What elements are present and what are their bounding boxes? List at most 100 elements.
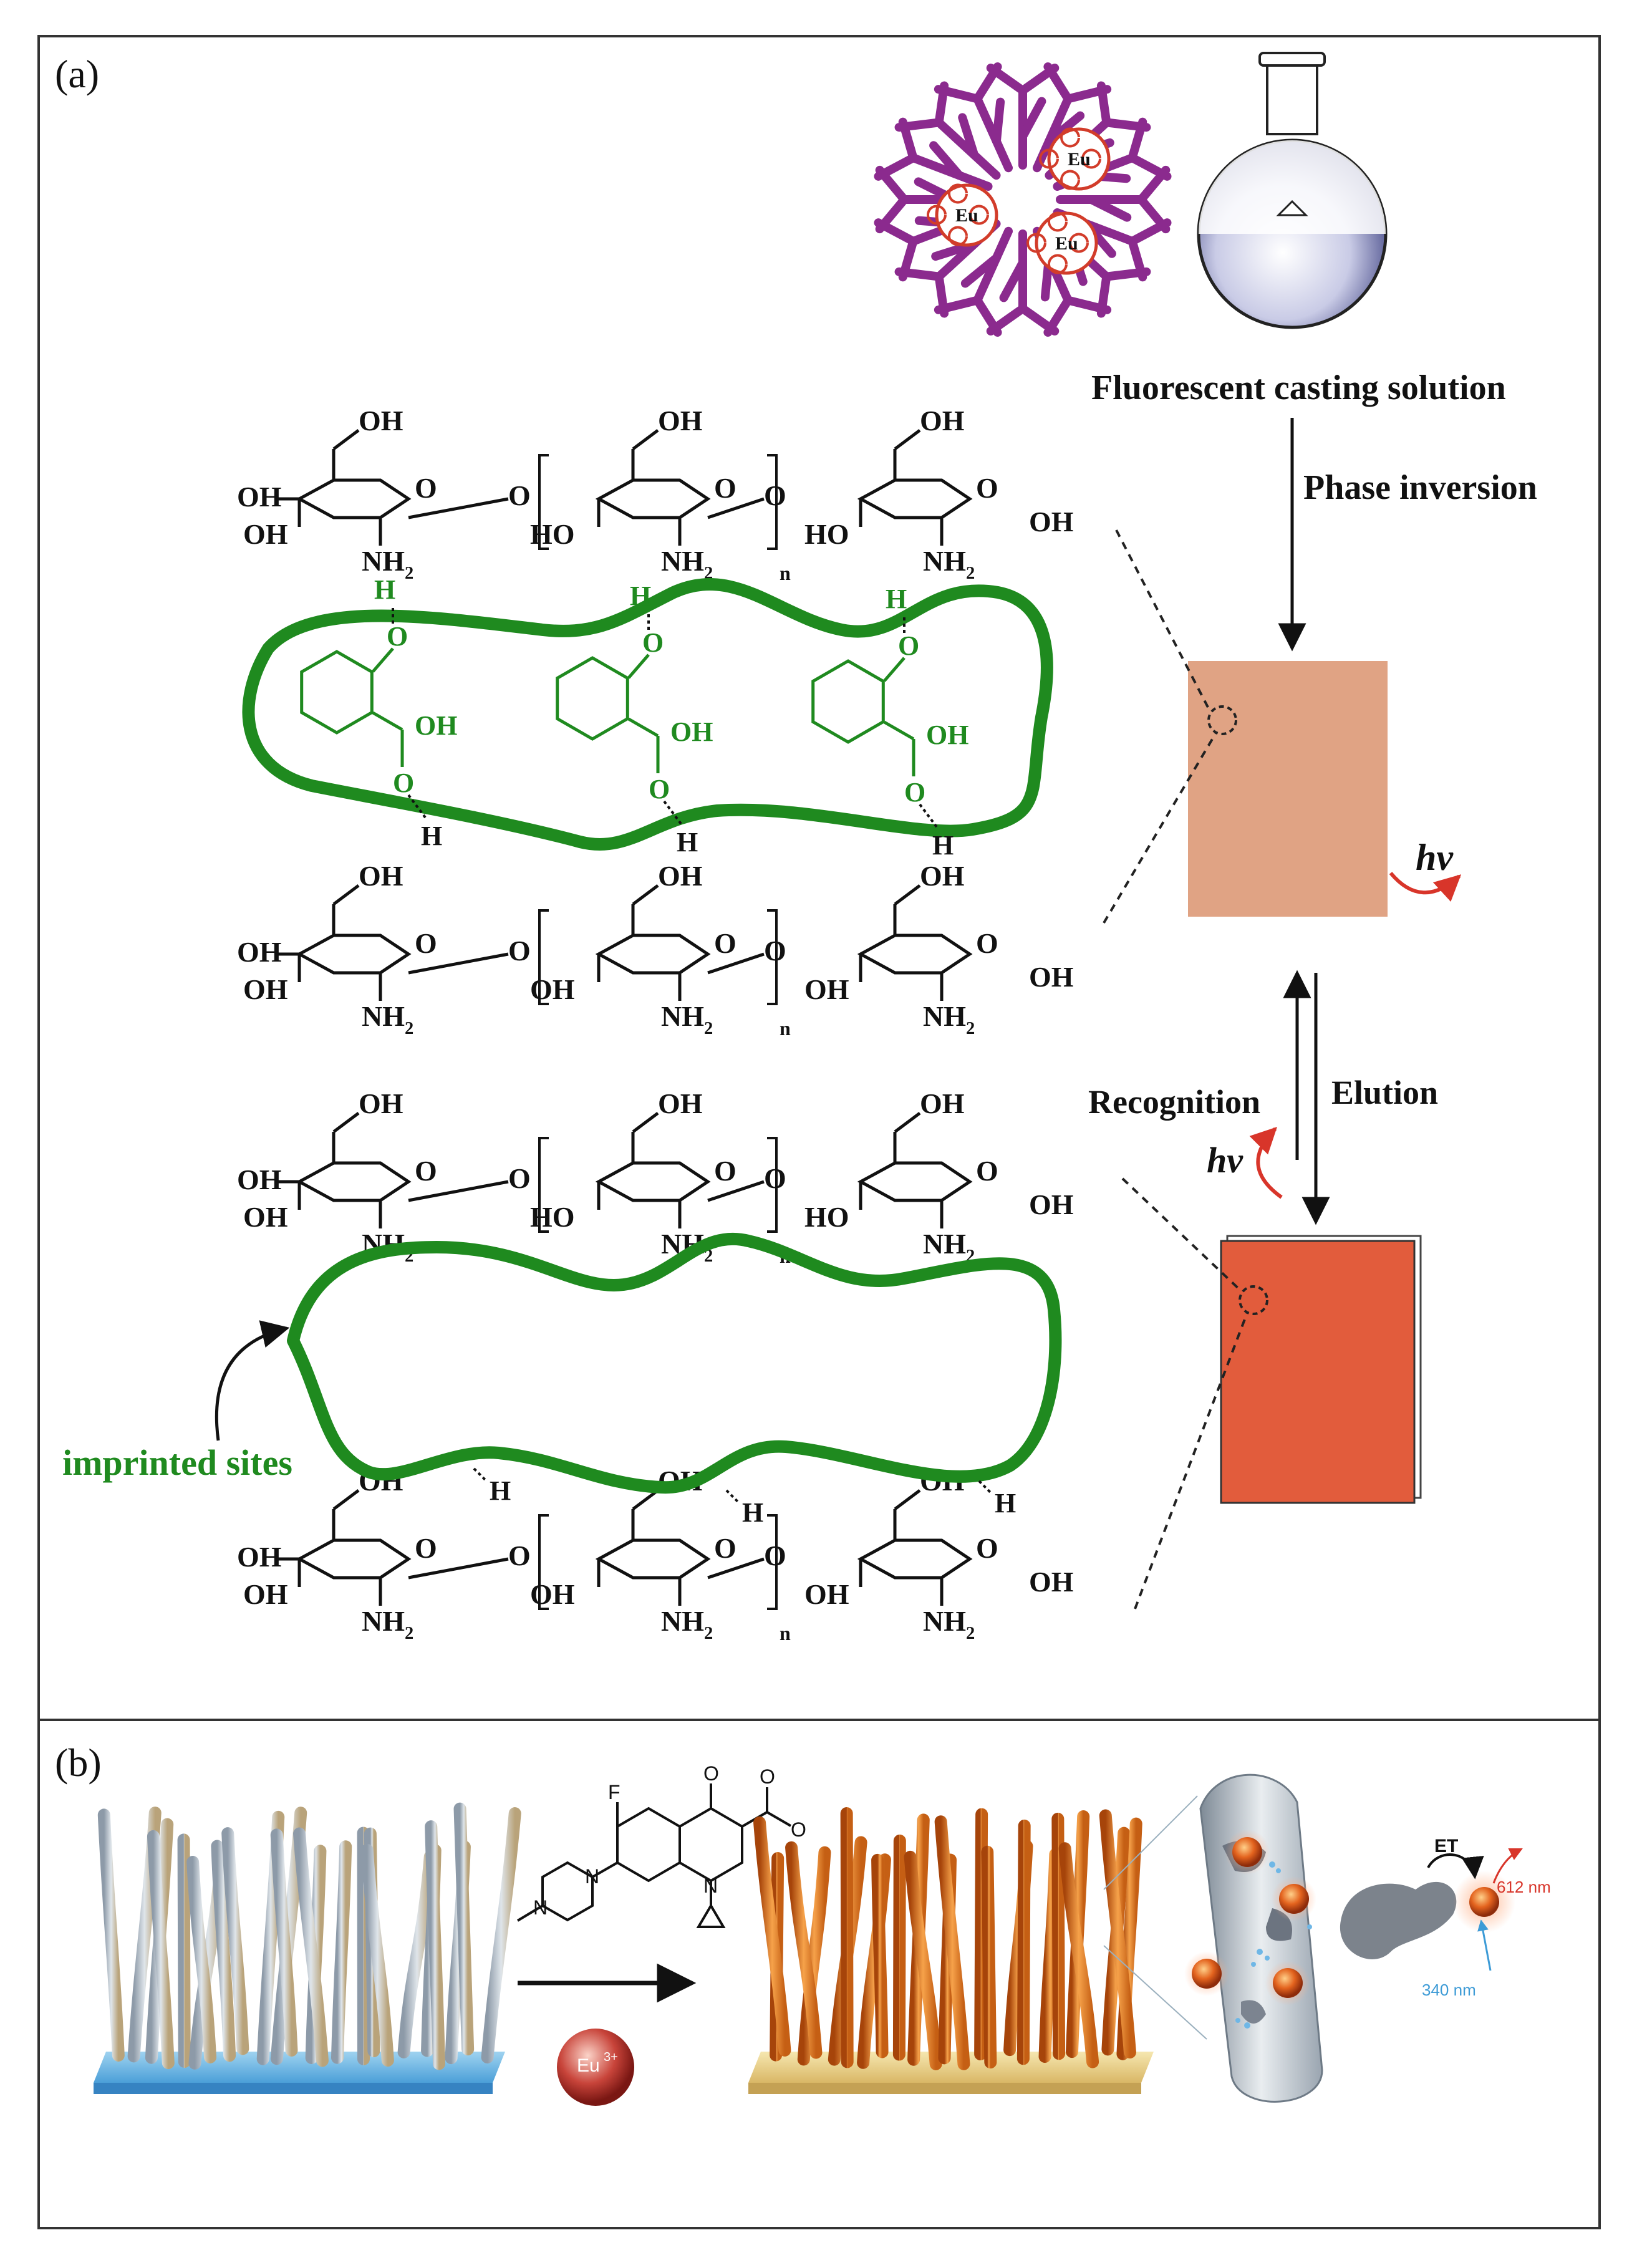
carboxyl-oh-label: OH	[670, 717, 713, 747]
hv-label: hv	[1207, 1140, 1243, 1180]
eu-label: Eu	[955, 205, 978, 226]
hydroxyl-label: OH	[658, 1088, 703, 1119]
phenol-oxygen-label: O	[898, 630, 919, 661]
energy-transfer-diagram: ET 612 nm 340 nm	[1340, 1836, 1551, 1999]
emission-label: 612 nm	[1497, 1878, 1551, 1896]
amine-label: NH2	[661, 1605, 713, 1643]
recognition-label: Recognition	[1088, 1083, 1260, 1121]
fluorine-atom: F	[608, 1781, 621, 1803]
ring-oxygen-label: O	[976, 1155, 998, 1187]
eu-label: Eu	[1068, 149, 1091, 170]
oxygen-atom: O	[760, 1765, 775, 1788]
hydroxyl-label: OH	[658, 860, 703, 892]
amine-label: NH2	[923, 1000, 975, 1038]
panel-a-label: (a)	[55, 52, 99, 96]
glycosidic-oxygen-label: O	[508, 1540, 531, 1571]
hydroxyl-label: OH	[359, 405, 403, 437]
ring-oxygen-label: O	[714, 1155, 736, 1187]
et-label: ET	[1434, 1836, 1458, 1856]
ring-oxygen-label: O	[976, 927, 998, 959]
ring-oxygen-label: O	[415, 927, 437, 959]
hydrogen-label: H	[742, 1497, 763, 1528]
hydroxyl-label: OH	[920, 860, 965, 892]
hydrogen-label: H	[886, 584, 907, 614]
hydroxyl-label: OH	[804, 1578, 849, 1610]
panel-b-label: (b)	[55, 1740, 102, 1785]
carboxyl-oh-label: OH	[415, 710, 457, 741]
ring-oxygen-label: O	[714, 927, 736, 959]
hydroxyl-label: HO	[530, 1201, 575, 1233]
hydroxyl-label: HO	[804, 518, 849, 550]
glycosidic-oxygen-label: O	[764, 935, 786, 967]
glycosidic-oxygen-label: O	[508, 480, 531, 511]
membrane-before-elution	[1188, 661, 1388, 917]
repeat-unit-label: n	[780, 1017, 791, 1040]
ring-oxygen-label: O	[415, 1532, 437, 1564]
hydroxyl-label: OH	[243, 1201, 288, 1233]
hydroxyl-label: OH	[359, 860, 403, 892]
nanorod-array-pristine	[94, 1802, 521, 2094]
glycosidic-oxygen-label: O	[764, 1162, 786, 1194]
hydroxyl-label: OH	[920, 405, 965, 437]
nitrogen-atom: N	[533, 1896, 548, 1919]
elution-label: Elution	[1331, 1074, 1438, 1111]
excitation-label: 340 nm	[1422, 1981, 1476, 1999]
eu-label: Eu	[1055, 233, 1078, 254]
panel-b-frame	[37, 1719, 1601, 2229]
imprinted-cavity-empty	[287, 1232, 1062, 1494]
nitrogen-atom: N	[585, 1865, 599, 1888]
hydroxyl-label: OH	[243, 518, 288, 550]
phenol-oxygen-label: O	[642, 627, 664, 658]
carbonyl-oxygen-label: O	[649, 774, 670, 804]
glycosidic-oxygen-label: O	[508, 1162, 531, 1194]
amine-label: NH2	[362, 1000, 413, 1038]
hydrogen-label: H	[677, 827, 698, 857]
hydroxyl-label: OH	[243, 1578, 288, 1610]
hv-label: hv	[1416, 837, 1454, 878]
hydroxyl-label: OH	[530, 1578, 575, 1610]
hydrogen-label: H	[490, 1475, 511, 1506]
nitrogen-atom: N	[703, 1875, 718, 1897]
amine-label: NH2	[362, 1605, 413, 1643]
eu-dendrimer	[874, 62, 1172, 337]
hydroxyl-label: OH	[530, 973, 575, 1005]
hydroxyl-label: OH	[804, 973, 849, 1005]
hydroxyl-label: OH	[1029, 1566, 1074, 1598]
imprinted-sites-label: imprinted sites	[62, 1442, 292, 1483]
svg-text:Eu: Eu	[577, 2055, 600, 2076]
hydroxyl-label: OH	[1029, 506, 1074, 538]
ring-oxygen-label: O	[714, 1532, 736, 1564]
ring-oxygen-label: O	[976, 1532, 998, 1564]
carboxyl-oh-label: OH	[926, 720, 968, 750]
hydroxyl-label: OH	[237, 1164, 282, 1195]
hydroxyl-label: OH	[359, 1088, 403, 1119]
flask-icon	[1197, 52, 1388, 329]
amine-label: NH2	[661, 545, 713, 583]
phase-inversion-label: Phase inversion	[1303, 468, 1537, 507]
hydrogen-label: H	[932, 830, 954, 861]
oxygen-atom: O	[791, 1818, 806, 1841]
casting-solution-label: Fluorescent casting solution	[1091, 369, 1506, 407]
glycosidic-oxygen-label: O	[764, 480, 786, 511]
amine-label: NH2	[923, 545, 975, 583]
ring-oxygen-label: O	[415, 472, 437, 504]
eu-complexes: Eu Eu Eu	[927, 127, 1111, 275]
hydroxyl-label: OH	[243, 973, 288, 1005]
hydroxyl-label: OH	[237, 481, 282, 513]
repeat-unit-label: n	[780, 562, 791, 584]
hydroxyl-label: HO	[804, 1201, 849, 1233]
repeat-unit-label: n	[780, 1622, 791, 1644]
hydrogen-label: H	[630, 581, 651, 611]
fluoroquinolone-molecule	[516, 1783, 792, 1928]
amine-label: NH2	[661, 1000, 713, 1038]
hydroxyl-label: OH	[1029, 1189, 1074, 1220]
hydroxyl-label: OH	[1029, 961, 1074, 993]
nanorod-array-eu-loaded	[748, 1807, 1154, 2094]
membrane-after-elution	[1220, 1240, 1416, 1504]
amine-label: NH2	[362, 545, 413, 583]
hydrogen-label: H	[374, 574, 395, 605]
eu-ion: Eu 3+	[557, 2029, 634, 2106]
glycosidic-oxygen-label: O	[764, 1540, 786, 1571]
